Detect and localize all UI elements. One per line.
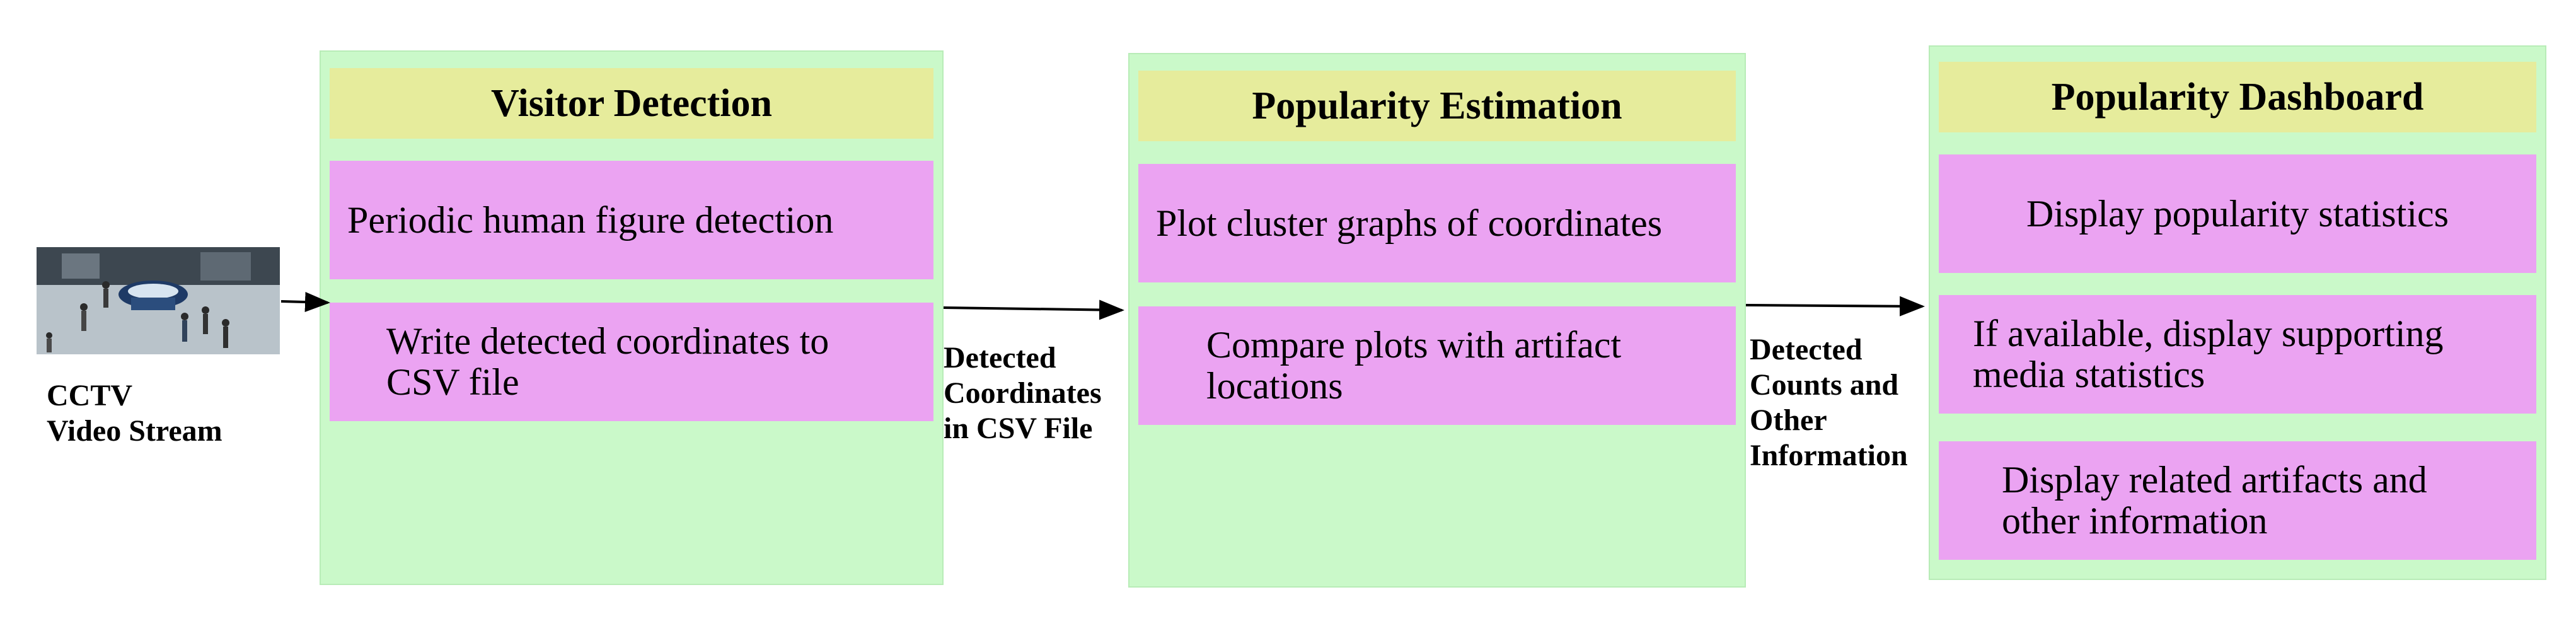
step-display-media-text: If available, display supporting media s… (1973, 313, 2444, 395)
visitor-detection-title: Visitor Detection (330, 68, 933, 139)
step-display-artifacts-text: Display related artifacts and other info… (2002, 459, 2427, 542)
step-periodic-detection: Periodic human figure detection (330, 161, 933, 279)
step-compare-plots: Compare plots with artifact locations (1138, 306, 1736, 425)
cctv-label: CCTV Video Stream (47, 378, 274, 449)
edge-label-counts-line1: Detected (1750, 333, 1863, 366)
popularity-dashboard-title: Popularity Dashboard (1939, 62, 2536, 132)
cctv-scene-image (37, 247, 280, 354)
edge-label-coordinates-line3: in CSV File (944, 412, 1093, 446)
step-display-media: If available, display supporting media s… (1939, 295, 2536, 414)
step-compare-plots-text: Compare plots with artifact locations (1206, 324, 1622, 407)
step-write-coordinates-text: Write detected coordinates to CSV file (386, 320, 829, 403)
edge-label-coordinates-line1: Detected (944, 341, 1056, 374)
step-display-popularity-text: Display popularity statistics (2026, 192, 2449, 235)
cctv-thumbnail (37, 247, 280, 354)
edge-label-coordinates-line2: Coordinates (944, 376, 1102, 410)
arrow-cctv-to-detection (280, 292, 330, 313)
step-display-artifacts: Display related artifacts and other info… (1939, 441, 2536, 560)
step-plot-cluster-graphs: Plot cluster graphs of coordinates (1138, 164, 1736, 282)
edge-label-counts-line2: Counts and (1750, 368, 1899, 402)
edge-label-counts: Detected Counts and Other Information (1750, 332, 1929, 474)
edge-label-counts-line3: Other (1750, 403, 1827, 438)
step-display-popularity: Display popularity statistics (1939, 154, 2536, 273)
arrow-estimation-to-dashboard (1745, 296, 1925, 316)
edge-label-counts-line4: Information (1750, 439, 1908, 473)
edge-label-coordinates: Detected Coordinates in CSV File (944, 340, 1129, 446)
arrow-detection-to-estimation (943, 299, 1124, 320)
step-plot-cluster-graphs-text: Plot cluster graphs of coordinates (1156, 202, 1663, 244)
cctv-label-line1: CCTV (47, 379, 133, 412)
popularity-estimation-title: Popularity Estimation (1138, 71, 1736, 141)
cctv-label-line2: Video Stream (47, 414, 222, 448)
step-periodic-detection-text: Periodic human figure detection (347, 199, 834, 241)
step-write-coordinates: Write detected coordinates to CSV file (330, 303, 933, 421)
